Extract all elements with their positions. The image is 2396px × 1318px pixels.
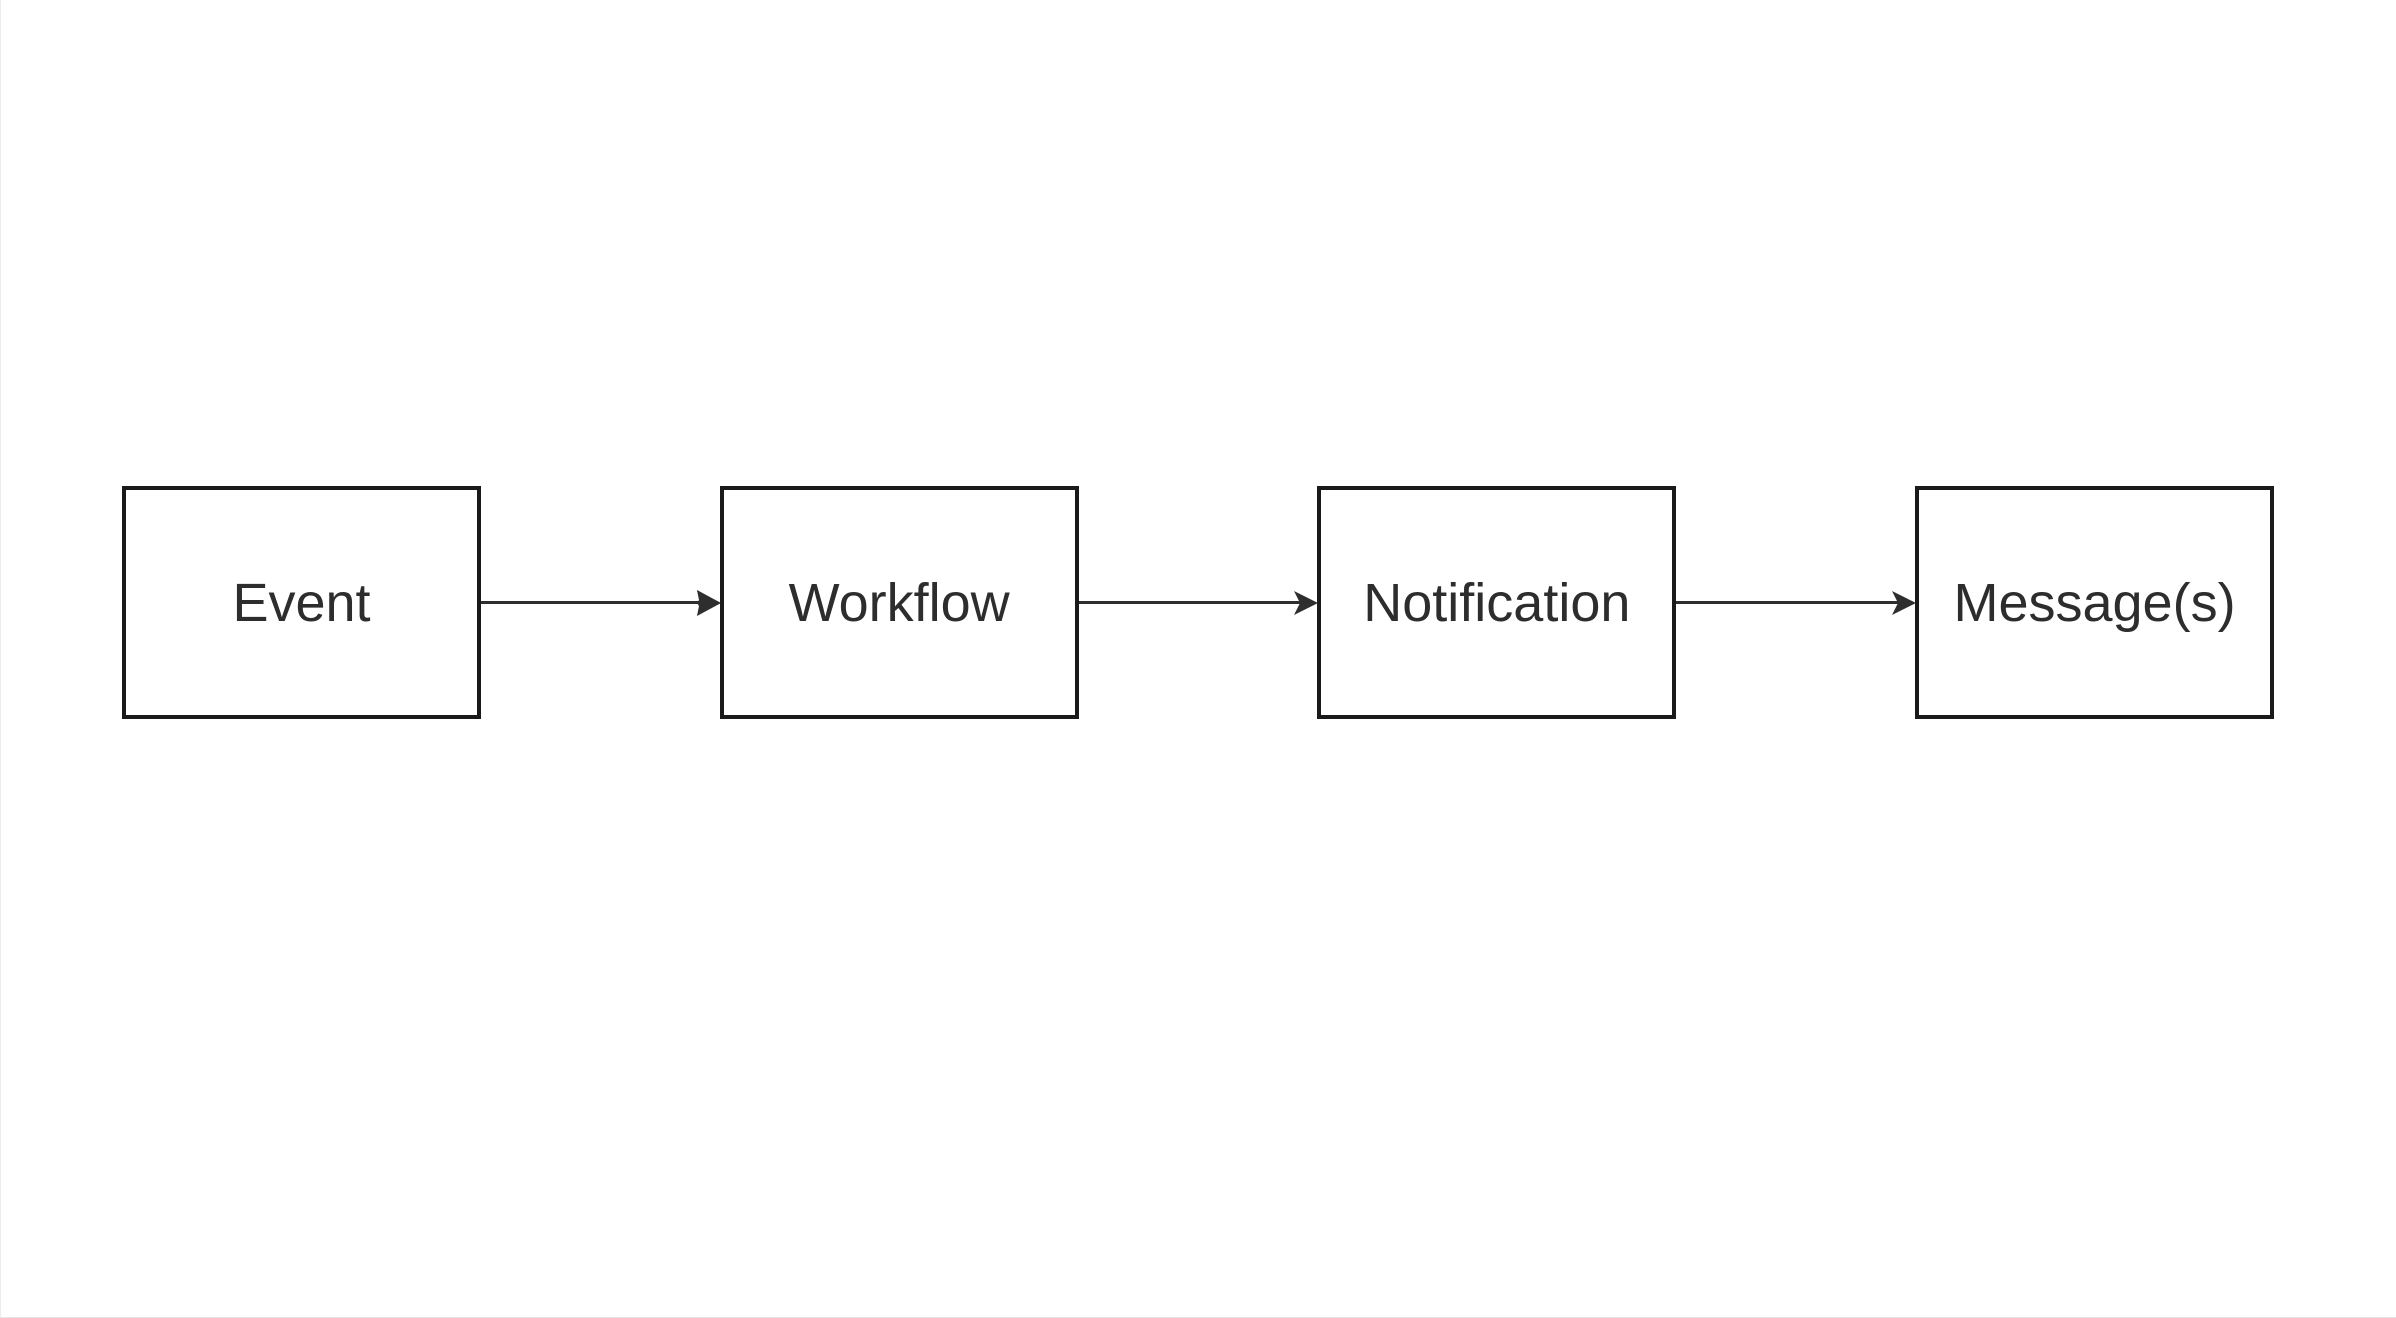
edge-event-to-workflow	[481, 486, 721, 719]
flow-node-messages: Message(s)	[1915, 486, 2275, 719]
flow-node-workflow: Workflow	[719, 486, 1079, 719]
edge-line	[1676, 601, 1900, 604]
arrowhead-icon	[1892, 590, 1917, 616]
flow-node-notification-label: Notification	[1363, 572, 1631, 633]
flow-node-event: Event	[122, 486, 481, 719]
edge-notification-to-messages	[1676, 486, 1917, 719]
arrowhead-icon	[696, 589, 721, 616]
flow-node-notification: Notification	[1317, 486, 1677, 719]
flow-node-workflow-label: Workflow	[788, 572, 1010, 633]
flow-node-event-label: Event	[232, 572, 371, 633]
flowchart: Event Workflow Notification	[122, 486, 2275, 719]
edge-line	[481, 601, 704, 604]
edge-workflow-to-notification	[1078, 486, 1319, 719]
arrowhead-icon	[1294, 590, 1319, 616]
edge-line	[1078, 601, 1302, 604]
flow-node-messages-label: Message(s)	[1953, 572, 2236, 633]
